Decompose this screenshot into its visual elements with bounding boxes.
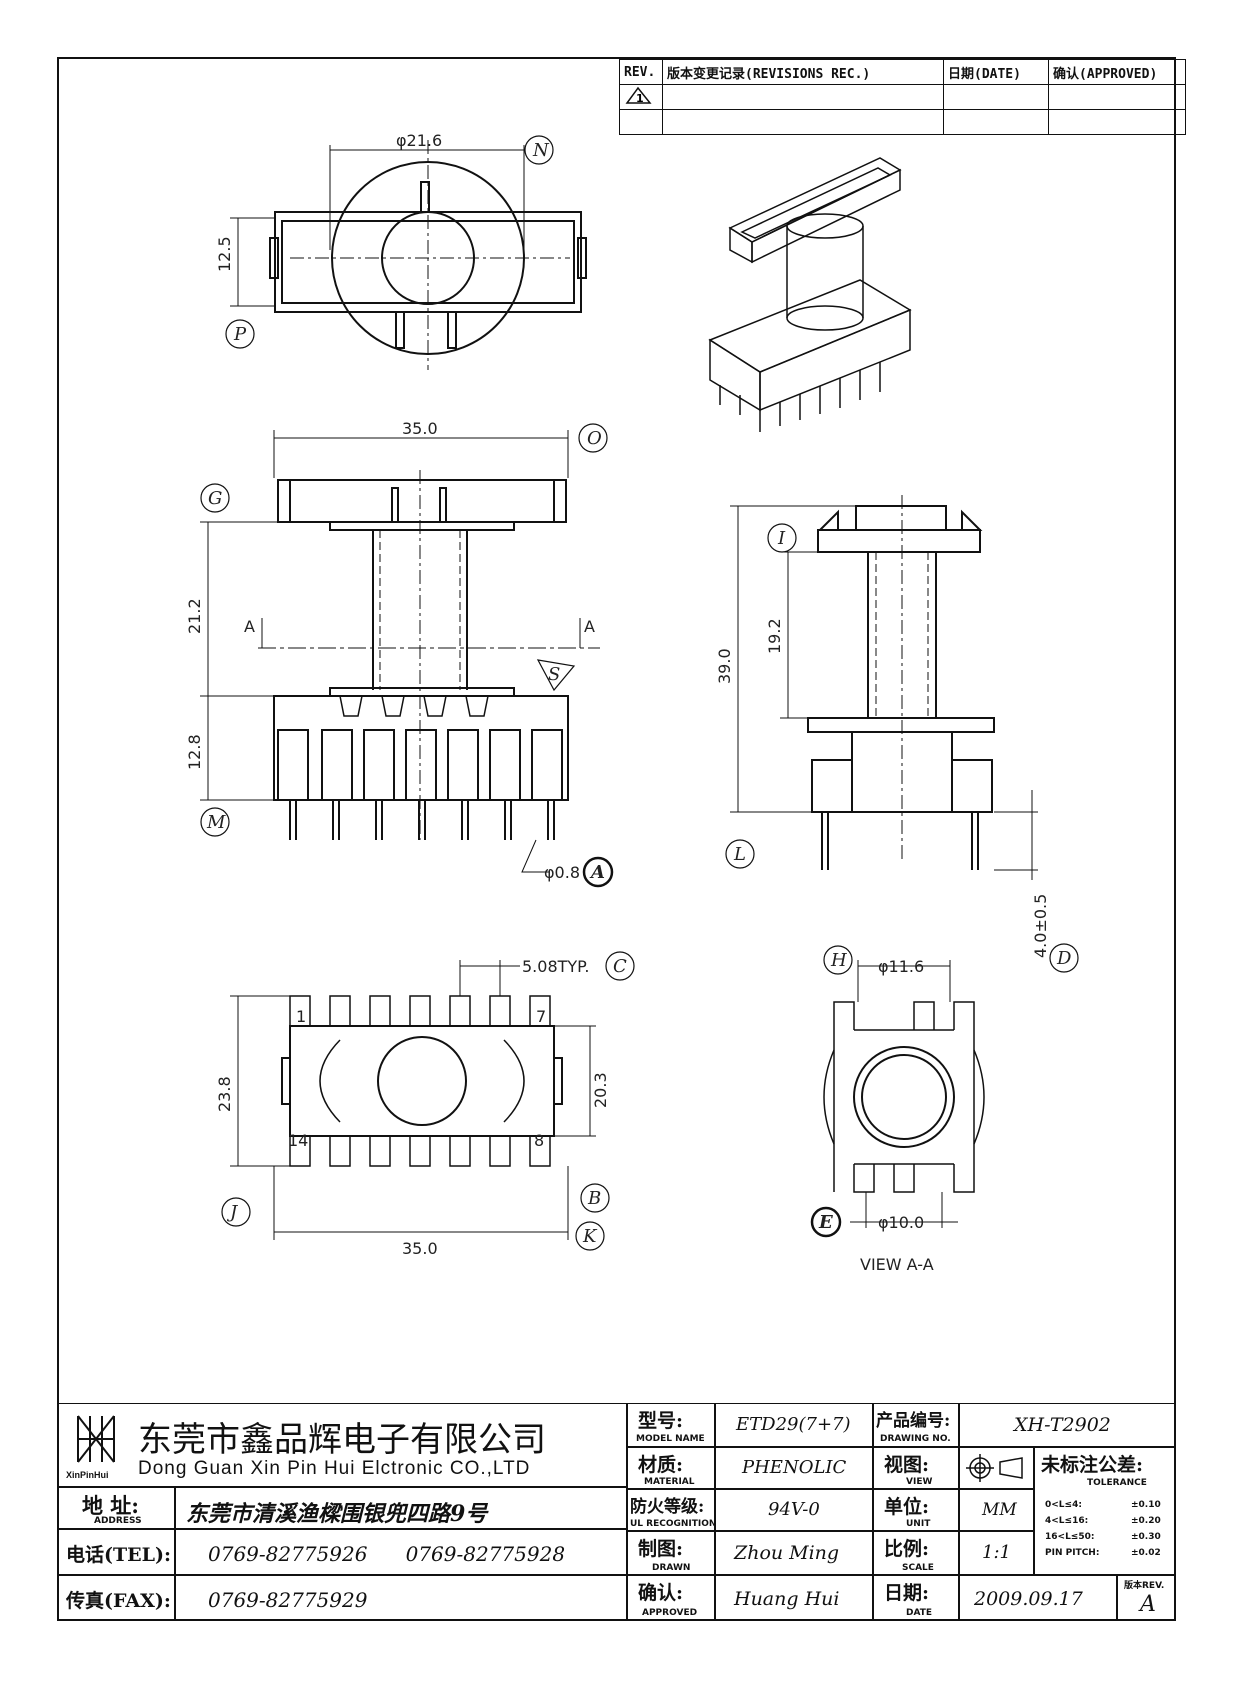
pin-number-1: 1	[296, 1007, 306, 1026]
ref-label-s: S	[548, 664, 560, 685]
model-value: ETD29(7+7)	[736, 1414, 851, 1435]
unit-value: MM	[982, 1500, 1017, 1520]
approved-value: Huang Hui	[734, 1588, 840, 1610]
ref-label-d: D	[1056, 948, 1072, 969]
dim-pin-diameter: φ0.8	[544, 863, 580, 882]
fax-label-cell: 传真(FAX):	[57, 1575, 175, 1621]
drawn-value: Zhou Ming	[734, 1542, 840, 1564]
front-view	[273, 470, 569, 840]
address-value: 东莞市清溪渔樑围银兜四路9号	[186, 1501, 488, 1527]
ref-label-i: I	[777, 528, 786, 549]
side-view	[807, 495, 995, 870]
fax-value: 0769-82775929	[208, 1588, 368, 1612]
ref-label-k: K	[582, 1226, 598, 1247]
pin-number-7: 7	[536, 1007, 546, 1026]
svg-text:1: 1	[636, 92, 644, 105]
bottom-view	[281, 995, 563, 1167]
section-view	[823, 1001, 985, 1193]
dim-front-height-2: 12.8	[185, 734, 204, 770]
drawing-no-value: XH-T2902	[1014, 1414, 1111, 1436]
ref-label-j: J	[226, 1202, 239, 1223]
dim-side-height: 39.0	[715, 648, 734, 684]
dim-top-height: 12.5	[215, 236, 234, 272]
projection-symbol-icon	[966, 1454, 1023, 1482]
tel-label-cell: 电话(TEL):	[57, 1529, 175, 1575]
dim-front-width: 35.0	[402, 419, 438, 438]
dim-front-height-1: 21.2	[185, 598, 204, 634]
address-label-cell: 地 址: ADDRESS	[57, 1487, 175, 1529]
ref-label-m: M	[206, 812, 226, 833]
ref-label-e: E	[818, 1212, 833, 1233]
technical-drawing: φ21.6 12.5 35.0 21.2 12.8 A A φ0.8 39.0 …	[185, 131, 1079, 1274]
material-value: PHENOLIC	[742, 1457, 847, 1478]
dim-section-outer: φ11.6	[878, 957, 924, 976]
ref-label-b: B	[587, 1188, 601, 1209]
dim-section-inner: φ10.0	[878, 1213, 924, 1232]
tel-value-cell: 0769-82775926 0769-82775928	[175, 1529, 627, 1575]
ref-label-n: N	[532, 140, 550, 161]
dim-pitch: 5.08TYP.	[522, 957, 589, 976]
view-a-a-title: VIEW A-A	[860, 1255, 934, 1274]
dim-top-diameter: φ21.6	[396, 131, 442, 150]
company-name-en: Dong Guan Xin Pin Hui Elctronic CO.,LTD	[138, 1458, 531, 1479]
tel-value: 0769-82775926 0769-82775928	[208, 1542, 566, 1566]
pin-number-14: 14	[288, 1131, 308, 1150]
ul-value: 94V-0	[768, 1499, 820, 1520]
ref-label-o: O	[587, 428, 602, 449]
company-cell: XinPinHui 东莞市鑫品辉电子有限公司 Dong Guan Xin Pin…	[57, 1403, 627, 1487]
pin-number-8: 8	[534, 1131, 544, 1150]
logo-text: XinPinHui	[66, 1470, 109, 1480]
revisions-header: 版本变更记录(REVISIONS REC.)	[662, 59, 944, 85]
rev-value: A	[1140, 1592, 1156, 1617]
ref-label-h: H	[830, 950, 847, 971]
dim-bottom-height: 23.8	[215, 1076, 234, 1112]
company-name-cn: 东莞市鑫品辉电子有限公司	[138, 1420, 546, 1460]
top-view	[269, 140, 587, 370]
section-mark-right: A	[584, 617, 595, 636]
isometric-view	[708, 157, 912, 432]
ref-label-p: P	[233, 324, 247, 345]
ref-label-a: A	[589, 862, 605, 883]
dim-side-height-2: 19.2	[765, 618, 784, 654]
revision-triangle-icon: 1	[625, 86, 652, 105]
dim-pin-length: 4.0±0.5	[1031, 894, 1050, 958]
address-value-cell: 东莞市清溪渔樑围银兜四路9号	[175, 1487, 627, 1529]
ref-label-c: C	[613, 956, 627, 977]
ref-label-g: G	[208, 488, 222, 509]
revision-table: REV. 版本变更记录(REVISIONS REC.) 日期(DATE) 确认(…	[619, 59, 1186, 135]
title-block: XinPinHui 东莞市鑫品辉电子有限公司 Dong Guan Xin Pin…	[57, 1403, 1176, 1621]
date-value: 2009.09.17	[974, 1588, 1083, 1610]
section-mark-left: A	[244, 617, 255, 636]
tolerance-cell: 未标注公差: TOLERANCE 0<L≤4: ±0.10 4<L≤16: ±0…	[1034, 1447, 1176, 1575]
scale-value: 1:1	[982, 1542, 1011, 1563]
fax-value-cell: 0769-82775929	[175, 1575, 627, 1621]
company-logo-icon	[77, 1415, 115, 1463]
dim-bottom-height-2: 20.3	[591, 1072, 610, 1108]
ref-label-l: L	[733, 844, 746, 865]
dim-bottom-width: 35.0	[402, 1239, 438, 1258]
